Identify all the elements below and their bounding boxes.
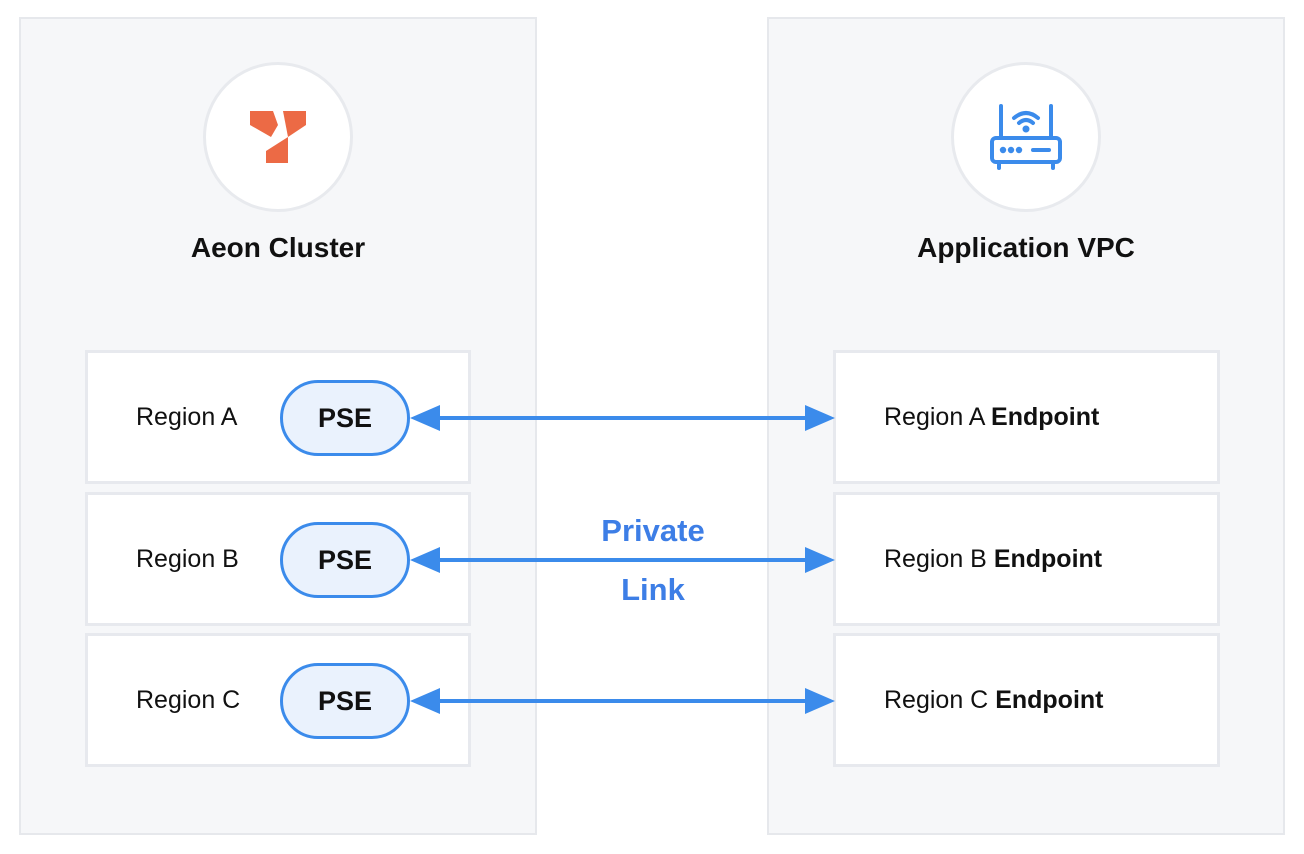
endpoint-region: Region B: [884, 545, 987, 573]
aeon-logo-badge: [203, 62, 353, 212]
region-label: Region C: [136, 686, 241, 714]
endpoint-suffix: Endpoint: [993, 545, 1103, 573]
private-link-label-line1: Private: [601, 513, 705, 548]
private-link-label-line2: Link: [621, 572, 685, 607]
arrow-region-b: [410, 547, 835, 573]
region-label: Region B: [136, 545, 239, 573]
pse-badge: PSE: [280, 663, 410, 739]
router-wifi-icon: [990, 104, 1062, 170]
region-c-endpoint-row: Region C Endpoint: [833, 633, 1220, 767]
endpoint-label: Region C Endpoint: [884, 685, 1104, 715]
pse-badge: PSE: [280, 380, 410, 456]
region-label: Region A: [136, 403, 238, 431]
region-b-endpoint-row: Region B Endpoint: [833, 492, 1220, 626]
aeon-cluster-title: Aeon Cluster: [190, 232, 366, 263]
pse-badge: PSE: [280, 522, 410, 598]
endpoint-suffix: Endpoint: [991, 403, 1100, 431]
region-c-row: Region C PSE: [85, 633, 471, 767]
arrow-region-c: [410, 688, 835, 714]
region-a-row: Region A PSE: [85, 350, 471, 484]
endpoint-region: Region C: [884, 686, 989, 714]
application-vpc-title: Application VPC: [917, 232, 1135, 263]
region-a-endpoint-row: Region A Endpoint: [833, 350, 1220, 484]
endpoint-label: Region B Endpoint: [884, 544, 1102, 574]
endpoint-label: Region A Endpoint: [884, 402, 1099, 432]
arrow-region-a: [410, 405, 835, 431]
router-badge: [951, 62, 1101, 212]
endpoint-region: Region A: [884, 403, 985, 431]
aeon-logo-icon: [250, 111, 306, 163]
region-b-row: Region B PSE: [85, 492, 471, 626]
endpoint-suffix: Endpoint: [995, 686, 1104, 714]
